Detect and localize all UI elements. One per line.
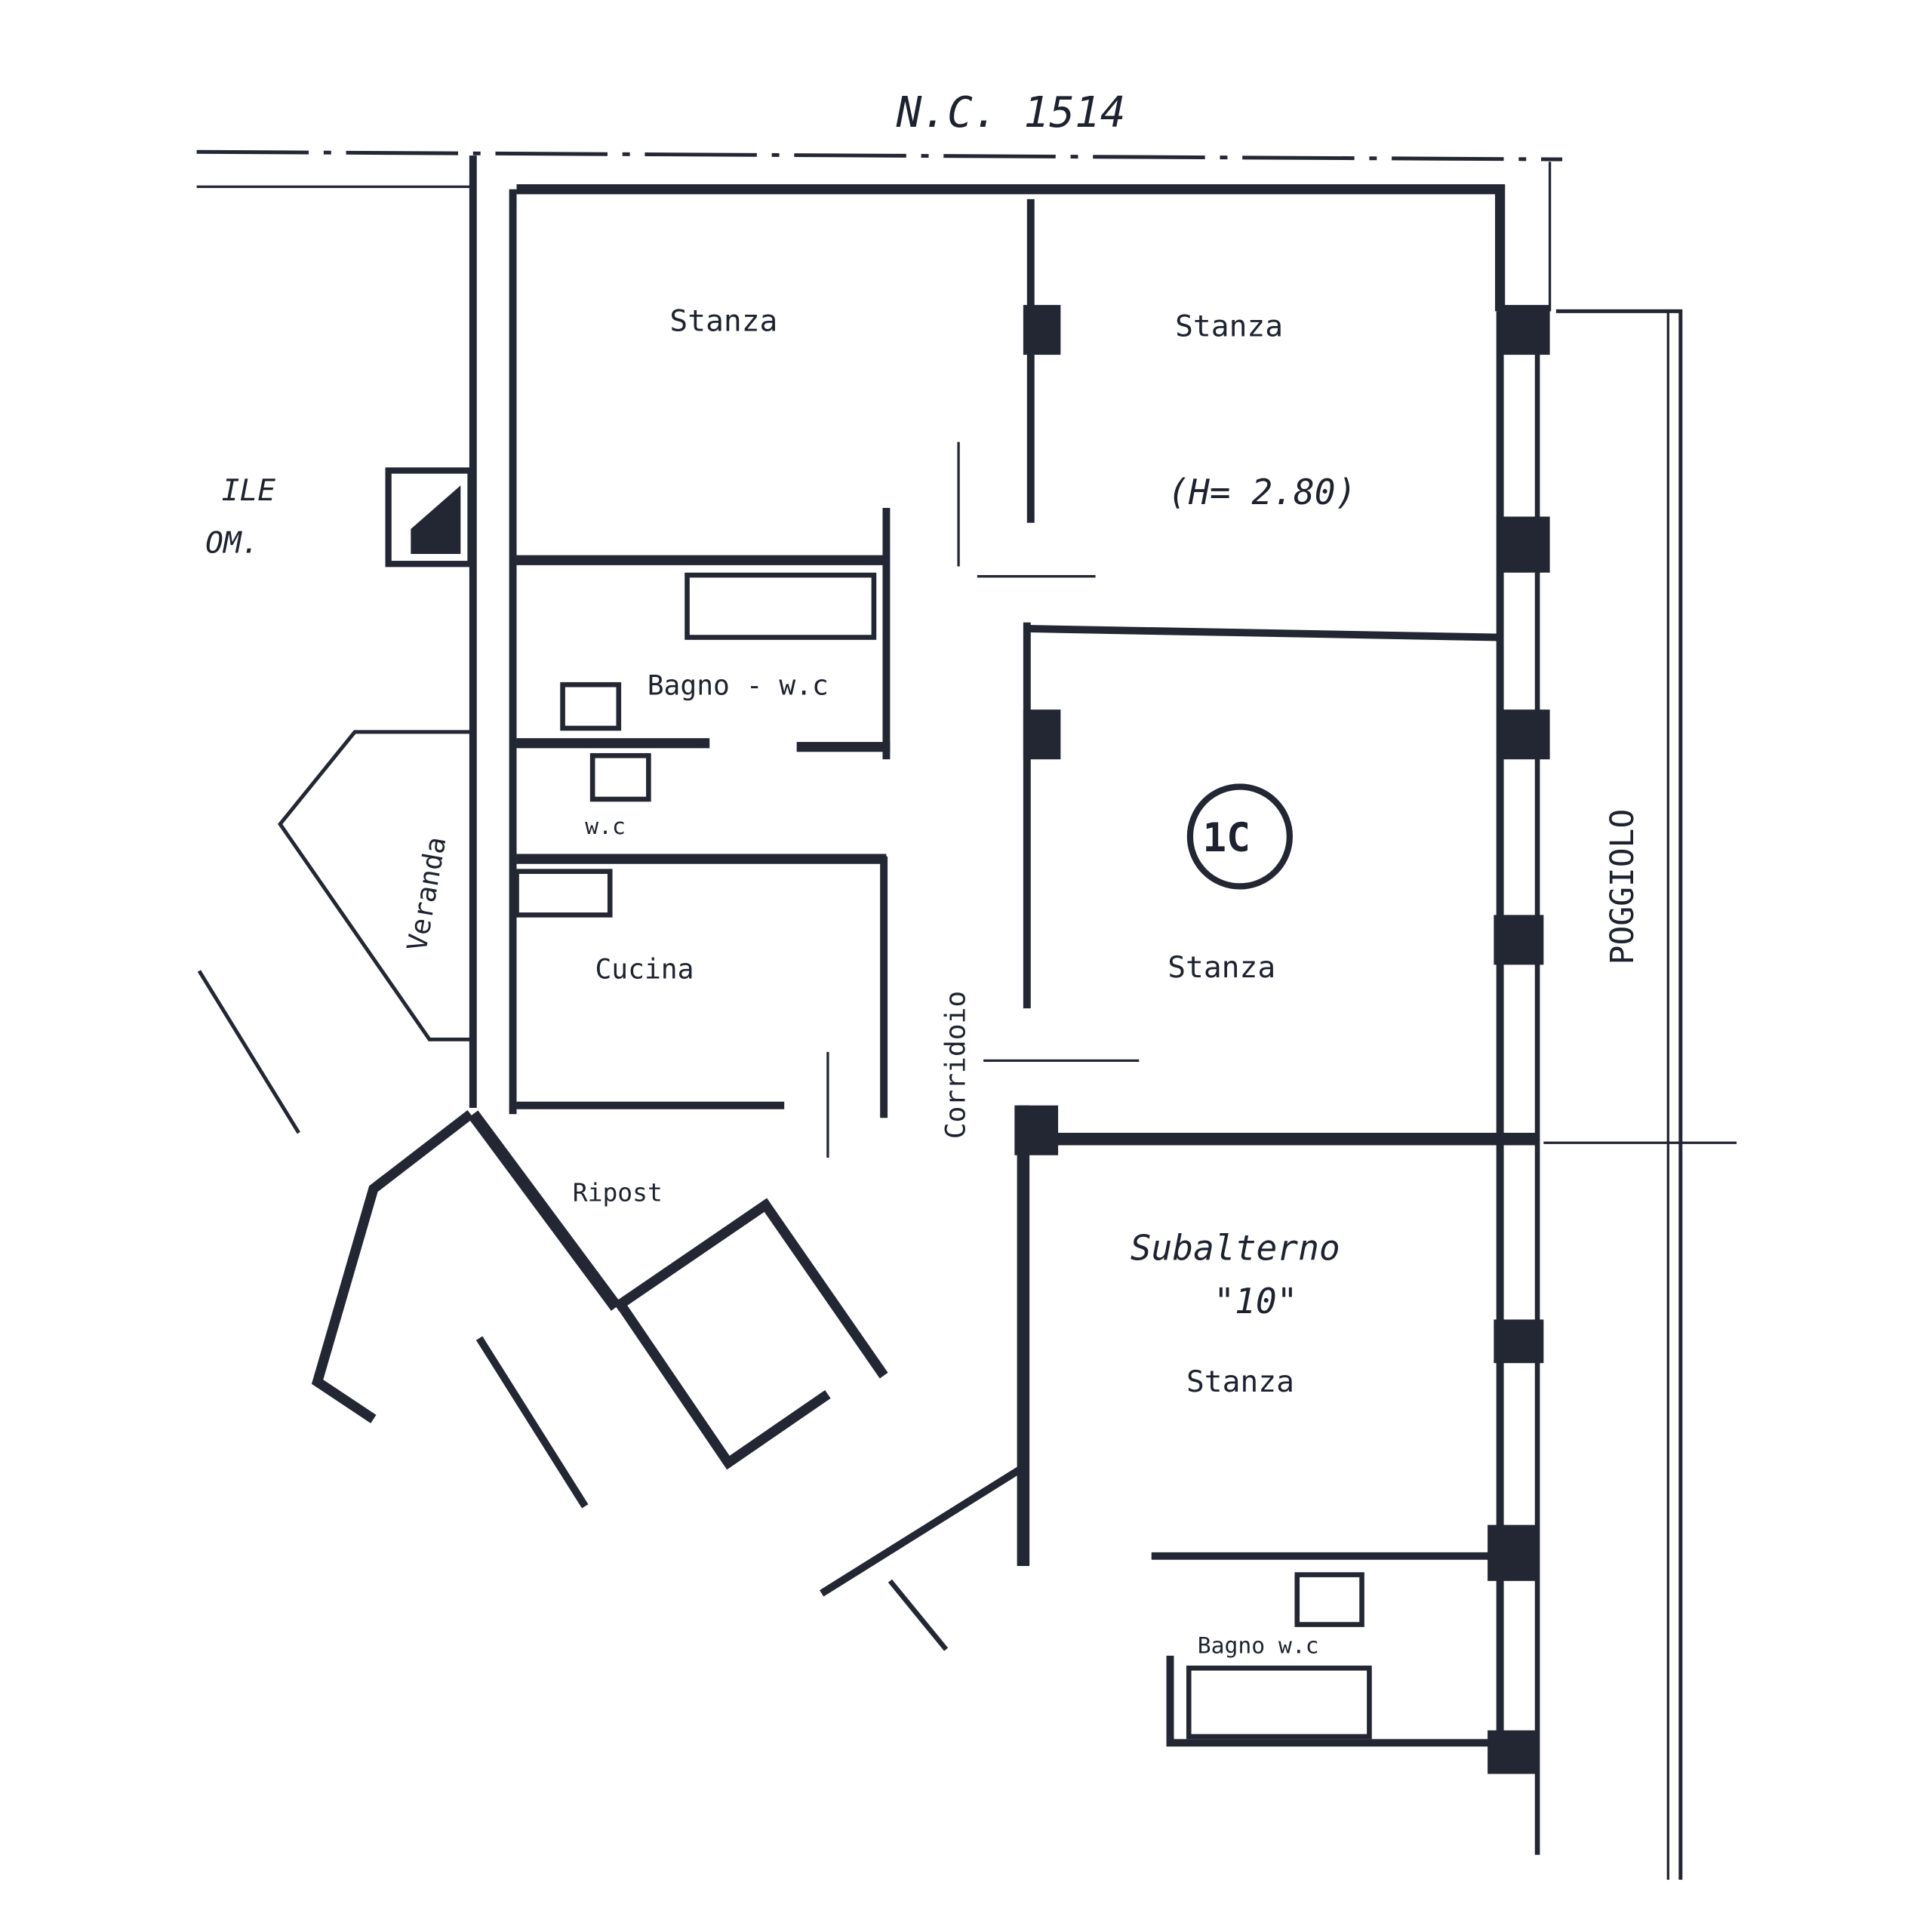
room-label-veranda: Veranda	[401, 834, 453, 953]
property-boundary	[196, 149, 1563, 189]
subalterno-label: Subalterno	[1131, 1227, 1340, 1268]
reference-number: N.C. 1514	[896, 88, 1126, 137]
room-label-cucina: Cucina	[595, 952, 694, 985]
room-label-stanza-top-right: Stanza	[1175, 309, 1283, 343]
height-note: (H= 2.80)	[1168, 472, 1356, 512]
unit-badge: 1C	[1202, 815, 1251, 861]
room-label-stanza-middle: Stanza	[1168, 950, 1275, 985]
left-fragment-line1: ILE	[222, 473, 276, 508]
room-label-bagno: Bagno - w.c	[648, 669, 829, 701]
room-label-wc: w.c	[585, 814, 626, 840]
label-poggiolo: POGGIOLO	[1604, 809, 1641, 965]
left-fragment-line2: OM.	[205, 525, 259, 560]
chimney-flue-icon	[411, 485, 461, 555]
room-label-ripost: Ripost	[573, 1178, 663, 1208]
room-label-bagno-bottom: Bagno w.c	[1198, 1633, 1319, 1660]
subalterno-number: "10"	[1214, 1281, 1297, 1321]
room-label-stanza-bottom: Stanza	[1186, 1364, 1294, 1399]
room-label-corridoio: Corridoio	[939, 991, 971, 1140]
walls	[197, 155, 1737, 1880]
unit-badge-circle	[1186, 783, 1293, 890]
room-label-stanza-top-left: Stanza	[669, 304, 777, 339]
